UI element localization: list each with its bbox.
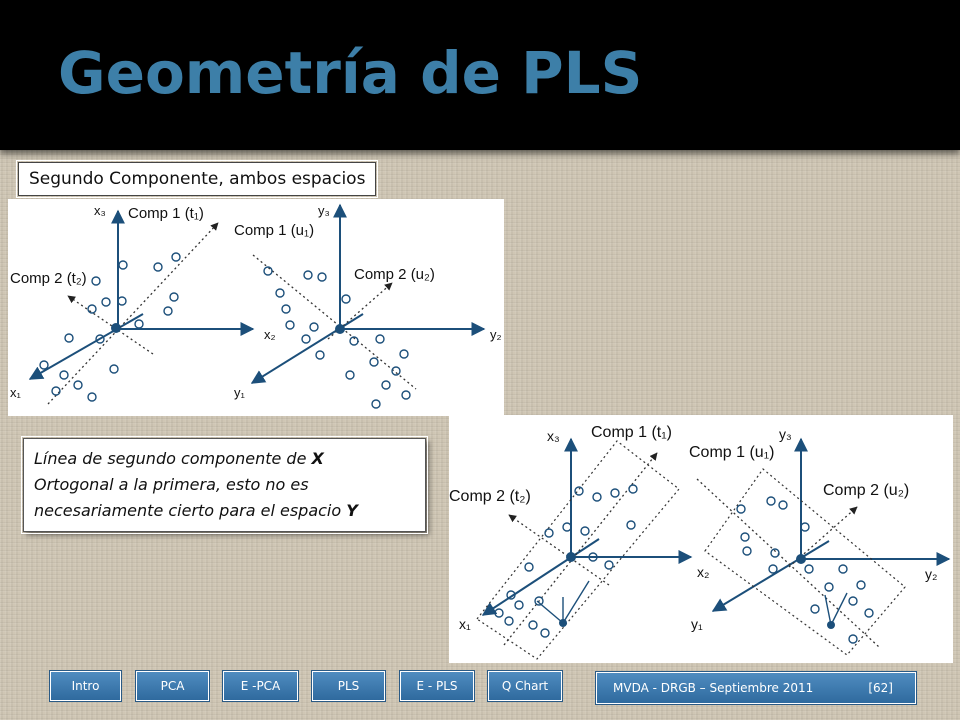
comp2-t2-label: Comp 2 (t₂) — [10, 270, 87, 287]
nav-intro-button[interactable]: Intro — [49, 670, 122, 702]
x-space-diagram-detail: x₃ Comp 1 (t₁) Comp 2 (t₂) x₂ x₁ — [449, 424, 709, 660]
nav-q-chart-button[interactable]: Q Chart — [487, 670, 563, 702]
comp2-u2-label-detail: Comp 2 (u₂) — [823, 482, 909, 499]
comp1-t1-label: Comp 1 (t₁) — [128, 205, 204, 222]
y-bold: Y — [346, 501, 358, 520]
nav-pls-button[interactable]: PLS — [311, 670, 386, 702]
y1-axis-label: y₁ — [234, 385, 246, 400]
section-label: Segundo Componente, ambos espacios — [15, 160, 379, 198]
figure-two-spaces-top: x₃ Comp 1 (t₁) Comp 2 (t₂) x₂ x₁ y₃ — [8, 199, 504, 416]
comp1-t1-label-detail: Comp 1 (t₁) — [591, 424, 672, 441]
x1-axis-label: x₁ — [10, 385, 22, 400]
title-bar: Geometría de PLS — [0, 0, 960, 150]
footer-text: MVDA - DRGB – Septiembre 2011 — [613, 681, 814, 695]
comp1-u1-label-detail: Comp 1 (u₁) — [689, 444, 774, 461]
annotation-line-1: Línea de segundo componente de X — [34, 449, 324, 468]
figure-two-spaces-bottom: x₃ Comp 1 (t₁) Comp 2 (t₂) x₂ x₁ — [449, 415, 953, 663]
y-space-diagram-detail: y₃ Comp 1 (u₁) Comp 2 (u₂) y₂ y₁ — [689, 426, 951, 656]
y-space-diagram: y₃ Comp 1 (u₁) Comp 2 (u₂) y₂ y₁ — [234, 203, 502, 409]
slide-title: Geometría de PLS — [58, 39, 643, 107]
y3-axis-label-detail: y₃ — [779, 426, 792, 442]
x1-axis-label-detail: x₁ — [459, 616, 471, 632]
annotation-line-3: necesariamente cierto para el espacio Y — [34, 501, 358, 520]
page-number: [62] — [868, 681, 893, 695]
nav-e-pca-button[interactable]: E -PCA — [222, 670, 299, 702]
annotation-line-2: Ortogonal a la primera, esto no es — [34, 475, 309, 494]
x-bold: X — [311, 449, 324, 468]
footer-box: MVDA - DRGB – Septiembre 2011 [62] — [595, 671, 917, 705]
x2-axis-label: x₂ — [264, 327, 276, 342]
y2-axis-label-detail: y₂ — [925, 566, 937, 582]
x-space-diagram: x₃ Comp 1 (t₁) Comp 2 (t₂) x₂ x₁ — [10, 203, 276, 405]
y1-axis-label-detail: y₁ — [691, 616, 703, 632]
y2-axis-label: y₂ — [490, 327, 502, 342]
x3-axis-label: x₃ — [94, 203, 106, 218]
comp2-t2-label-detail: Comp 2 (t₂) — [449, 488, 531, 505]
y3-axis-label: y₃ — [318, 203, 330, 218]
comp1-u1-label: Comp 1 (u₁) — [234, 222, 314, 239]
annotation-box: Línea de segundo componente de X Ortogon… — [21, 436, 428, 534]
x3-axis-label-detail: x₃ — [547, 428, 560, 444]
nav-e-pls-button[interactable]: E - PLS — [399, 670, 475, 702]
comp2-u2-label: Comp 2 (u₂) — [354, 266, 435, 283]
x2-axis-label-detail: x₂ — [697, 564, 709, 580]
nav-pca-button[interactable]: PCA — [135, 670, 210, 702]
